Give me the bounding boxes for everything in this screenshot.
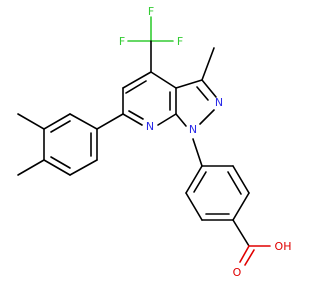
bond-br2-br3-inner — [227, 171, 242, 195]
molecule-structure: F F F N N N O OH — [17, 5, 292, 279]
bond-ring-carboxyl — [232, 219, 250, 247]
atom-n2-pyrazole: N — [215, 96, 223, 109]
bond-ar4-ar5 — [43, 159, 71, 176]
pyridine-ring — [122, 71, 177, 126]
atom-o-carbonyl: O — [233, 266, 242, 279]
bond-ar2-ar3-inner — [50, 120, 71, 133]
dimethylphenyl-ring — [17, 113, 124, 176]
atom-n1-pyrazole: N — [189, 123, 197, 136]
bond-c3-n2-inner — [196, 86, 209, 101]
bond-c6-n7 — [122, 113, 143, 126]
atom-oh-hydroxyl: OH — [275, 240, 292, 253]
bond-c4-c5-inner — [125, 80, 147, 94]
bond-br6-br1-inner — [193, 171, 207, 193]
atom-n-pyridine: N — [146, 120, 154, 133]
bond-c-o-double — [239, 245, 250, 263]
bond-c4-c5 — [122, 71, 152, 89]
bond-n7-c7a — [157, 113, 177, 126]
atom-f-left: F — [119, 35, 125, 48]
bond-br5-br6 — [185, 192, 203, 221]
bond-c3a-c3 — [175, 79, 203, 89]
bond-n1-c7a — [175, 113, 187, 127]
trifluoromethyl-group — [127, 16, 174, 73]
pyrazole-ring — [175, 47, 217, 127]
bond-ar4-methyl — [17, 159, 45, 176]
bond-n2-n1 — [199, 109, 215, 125]
bond-br2-br3 — [232, 165, 250, 194]
bond-br3-br4 — [232, 192, 250, 221]
benzoic-acid-ring — [185, 138, 250, 221]
bond-ar5-ar6 — [69, 159, 98, 176]
bond-c6-n7-inner — [128, 110, 144, 120]
bond-ar2-ar3 — [43, 113, 71, 130]
bond-c3a-c4 — [150, 71, 177, 89]
bond-ar3-methyl — [17, 113, 45, 130]
carboxylic-acid-group — [232, 219, 271, 266]
bond-c-o-double-2 — [244, 249, 255, 266]
bond-n1-aryl — [192, 138, 203, 167]
bond-ar1-ar2 — [69, 113, 98, 130]
bond-br6-br1 — [185, 165, 203, 194]
bond-c6-aryl — [96, 113, 124, 130]
bond-c3-methyl — [201, 47, 215, 81]
atom-f-right: F — [177, 35, 183, 48]
atom-f-top: F — [148, 5, 154, 18]
bond-ar4-ar5-inner — [50, 156, 71, 169]
bond-c3-n2 — [201, 79, 217, 98]
